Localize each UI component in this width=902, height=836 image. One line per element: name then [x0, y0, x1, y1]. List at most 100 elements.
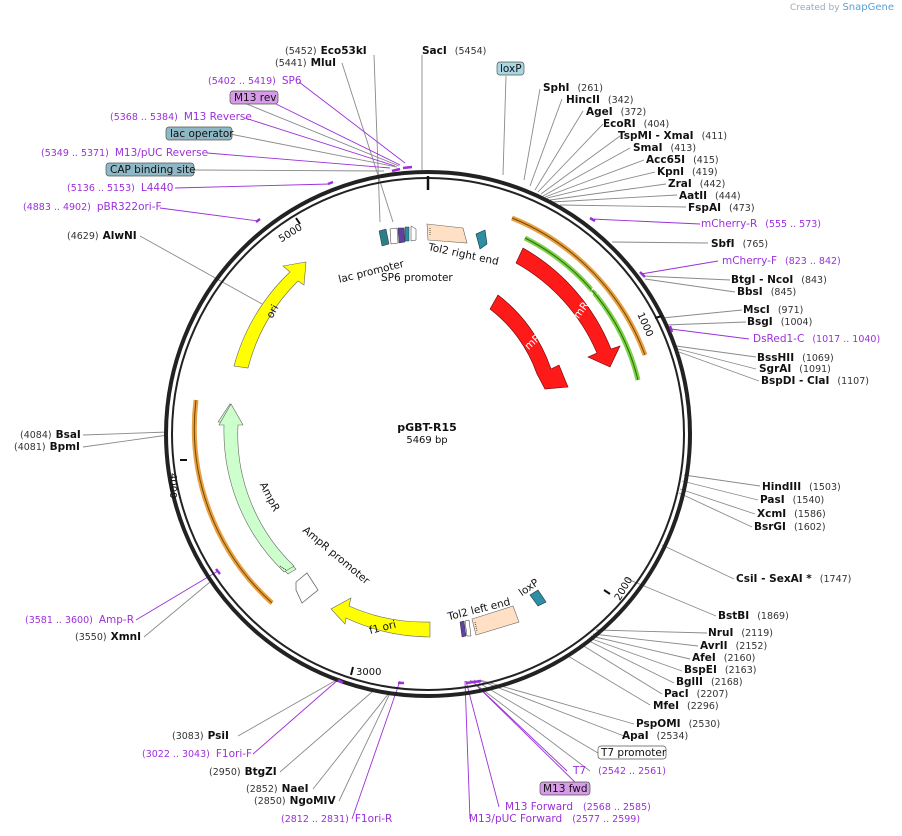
- svg-text:SphI(261): SphI(261): [543, 82, 603, 94]
- ampr-arrow-body: [218, 403, 295, 573]
- svg-text:(5368 .. 5384)M13 Reverse: (5368 .. 5384)M13 Reverse: [110, 111, 252, 123]
- svg-text:SgrAI(1091): SgrAI(1091): [759, 363, 831, 375]
- svg-text:KpnI(419): KpnI(419): [657, 166, 718, 178]
- small-top-features: [378, 225, 417, 247]
- svg-text:NruI(2119): NruI(2119): [708, 627, 773, 639]
- boxed-labels: loxP M13 rev lac operator CAP binding si…: [105, 61, 667, 796]
- svg-text:(4629)AlwNI: (4629)AlwNI: [67, 230, 137, 242]
- lac-operator-box: lac operator: [170, 128, 234, 140]
- sp6-promoter-label: SP6 promoter: [381, 272, 453, 284]
- svg-text:SacI(5454): SacI(5454): [422, 45, 486, 57]
- mrfp1-inner-arrow: [489, 294, 569, 390]
- tol2-right-label: Tol2 right end: [426, 241, 500, 268]
- svg-text:BbsI(845): BbsI(845): [737, 286, 796, 298]
- svg-text:BtgI - NcoI(843): BtgI - NcoI(843): [731, 274, 827, 286]
- svg-text:BsgI(1004): BsgI(1004): [747, 316, 812, 328]
- svg-text:M13/pUC Forward(2577 .. 2599): M13/pUC Forward(2577 .. 2599): [469, 813, 640, 825]
- svg-text:(4883 .. 4902)pBR322ori-F: (4883 .. 4902)pBR322ori-F: [23, 201, 162, 213]
- tick-4000: 4000: [167, 473, 178, 498]
- svg-text:HincII(342): HincII(342): [566, 94, 633, 106]
- svg-text:ZraI(442): ZraI(442): [668, 178, 725, 190]
- mrfp1-green-track-core: [524, 237, 639, 381]
- svg-text:AgeI(372): AgeI(372): [586, 106, 646, 118]
- ampr-promoter-label: AmpR promoter: [300, 524, 372, 587]
- svg-text:XcmI(1586): XcmI(1586): [757, 508, 826, 520]
- svg-text:(3550)XmnI: (3550)XmnI: [75, 631, 141, 643]
- snapgene-credit: Created by SnapGene: [790, 2, 894, 13]
- ampr-seam: [279, 565, 287, 571]
- svg-text:AatII(444): AatII(444): [679, 190, 741, 202]
- ampr-promoter-arrow: [295, 572, 319, 604]
- credit-prefix: Created by: [790, 3, 840, 13]
- svg-text:BsrGI(1602): BsrGI(1602): [754, 521, 826, 533]
- svg-text:PasI(1540): PasI(1540): [760, 494, 824, 506]
- tol2-right-block: [426, 223, 468, 244]
- svg-text:BglII(2168): BglII(2168): [676, 676, 743, 688]
- svg-text:BssHII(1069): BssHII(1069): [757, 352, 834, 364]
- primer-labels: (5402 .. 5419)SP6 (5368 .. 5384)M13 Reve…: [23, 75, 880, 825]
- svg-text:(2852)NaeI: (2852)NaeI: [246, 783, 309, 795]
- ampr-label: AmpR: [257, 480, 282, 513]
- ori-label: ori: [264, 303, 281, 321]
- snapgene-logo-text: SnapGene: [842, 2, 894, 13]
- svg-text:MscI(971): MscI(971): [743, 304, 803, 316]
- svg-text:(3083)PsiI: (3083)PsiI: [172, 730, 229, 742]
- svg-text:(5136 .. 5153)L4440: (5136 .. 5153)L4440: [67, 182, 173, 194]
- svg-text:(5349 .. 5371)M13/pUC Reverse: (5349 .. 5371)M13/pUC Reverse: [41, 147, 208, 159]
- svg-text:T7(2542 .. 2561): T7(2542 .. 2561): [572, 765, 666, 777]
- primer-marks: [215, 165, 674, 685]
- primer-leader-lines: [135, 75, 750, 820]
- svg-text:HindIII(1503): HindIII(1503): [762, 481, 841, 493]
- svg-text:M13 Forward(2568 .. 2585): M13 Forward(2568 .. 2585): [505, 801, 651, 813]
- svg-text:mCherry-F(823 .. 842): mCherry-F(823 .. 842): [722, 255, 841, 267]
- svg-text:(4084)BsaI: (4084)BsaI: [20, 429, 81, 441]
- svg-text:(5452)Eco53kI: (5452)Eco53kI: [285, 45, 367, 57]
- m13-rev-box: M13 rev: [234, 92, 277, 104]
- svg-text:Acc65I(415): Acc65I(415): [646, 154, 719, 166]
- svg-text:FspAI(473): FspAI(473): [688, 202, 755, 214]
- svg-text:PspOMI(2530): PspOMI(2530): [636, 718, 720, 730]
- svg-text:(2850)NgoMIV: (2850)NgoMIV: [254, 795, 336, 807]
- svg-text:(2950)BtgZI: (2950)BtgZI: [209, 766, 277, 778]
- svg-text:BspEI(2163): BspEI(2163): [684, 664, 756, 676]
- svg-text:(3581 .. 3600)Amp-R: (3581 .. 3600)Amp-R: [25, 614, 134, 626]
- loxp-top-box: loxP: [500, 63, 522, 75]
- mrfp1-outer-arrow: [515, 247, 621, 368]
- tick-3000: 3000: [356, 667, 381, 678]
- loxp-bottom-arrow: [529, 589, 547, 607]
- svg-text:EcoRI(404): EcoRI(404): [603, 118, 669, 130]
- ampr-orange-track-core: [193, 399, 273, 604]
- svg-text:MfeI(2296): MfeI(2296): [653, 700, 719, 712]
- svg-text:(3022 .. 3043)F1ori-F: (3022 .. 3043)F1ori-F: [142, 748, 252, 760]
- ori-arrow: [233, 261, 307, 369]
- svg-text:(5441)MluI: (5441)MluI: [275, 57, 336, 69]
- svg-text:CsiI - SexAI *(1747): CsiI - SexAI *(1747): [736, 573, 851, 585]
- backbone-inner: [171, 177, 685, 691]
- svg-text:ApaI(2534): ApaI(2534): [622, 730, 688, 742]
- svg-text:BspDI - ClaI(1107): BspDI - ClaI(1107): [761, 375, 869, 387]
- svg-text:BstBI(1869): BstBI(1869): [718, 610, 789, 622]
- mrfp1-orange-track-core: [511, 217, 646, 356]
- small-bottom-features: [459, 619, 472, 638]
- tick-5000: 5000: [277, 222, 304, 245]
- svg-text:AvrII(2152): AvrII(2152): [700, 640, 767, 652]
- m13-fwd-box: M13 fwd: [543, 783, 588, 795]
- t7-promoter-box: T7 promoter: [600, 747, 667, 759]
- enzyme-labels: (5452)Eco53kI (5441)MluI SacI(5454) SphI…: [14, 45, 869, 807]
- svg-text:(2812 .. 2831)F1ori-R: (2812 .. 2831)F1ori-R: [281, 813, 392, 825]
- f1-ori-arrow: [330, 597, 431, 638]
- loxp-top-arrow: [475, 229, 488, 250]
- svg-text:(4081)BpmI: (4081)BpmI: [14, 441, 80, 453]
- svg-text:TspMI - XmaI(411): TspMI - XmaI(411): [618, 130, 727, 142]
- svg-text:PacI(2207): PacI(2207): [664, 688, 728, 700]
- cap-binding-site-box: CAP binding site: [110, 164, 196, 176]
- svg-text:SbfI(765): SbfI(765): [711, 238, 768, 250]
- enzyme-leader-lines: [82, 54, 761, 802]
- plasmid-length: 5469 bp: [406, 435, 447, 446]
- svg-text:SmaI(413): SmaI(413): [633, 142, 696, 154]
- tol2-left-block: [471, 605, 520, 636]
- svg-text:mCherry-R(555 .. 573): mCherry-R(555 .. 573): [701, 218, 821, 230]
- plasmid-name: pGBT-R15: [397, 421, 457, 434]
- svg-text:AfeI(2160): AfeI(2160): [692, 652, 755, 664]
